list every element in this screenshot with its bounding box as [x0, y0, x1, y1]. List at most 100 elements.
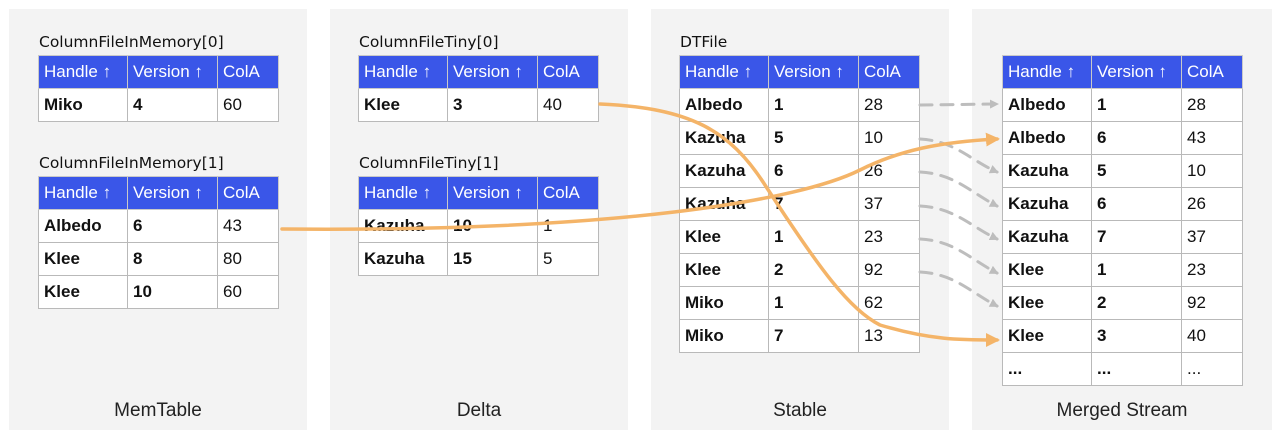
table-cell: Albedo	[38, 209, 128, 243]
column-header: Handle ↑	[679, 55, 769, 89]
table-cell: Klee	[679, 220, 769, 254]
table-cell: 28	[1181, 88, 1243, 122]
table-cell: Miko	[38, 88, 128, 122]
table-cell: 15	[447, 242, 538, 276]
table-cell: Albedo	[1002, 88, 1092, 122]
column-header: ColA	[537, 176, 599, 210]
table-cell: ...	[1181, 352, 1243, 386]
table-cell: Klee	[679, 253, 769, 287]
table-cell: Kazuha	[679, 187, 769, 221]
table-cell: 5	[768, 121, 859, 155]
merged-stream-label: Merged Stream	[1056, 400, 1188, 421]
table-cell: 92	[858, 253, 920, 287]
column-header: Version ↑	[447, 176, 538, 210]
table-cell: 5	[537, 242, 599, 276]
table-row: .........	[1002, 352, 1243, 386]
table-cell: 10	[447, 209, 538, 243]
table-cell: Klee	[1002, 286, 1092, 320]
table-cell: 3	[1091, 319, 1182, 353]
table-cell: Albedo	[1002, 121, 1092, 155]
table-cell: 4	[127, 88, 218, 122]
table-cell: 10	[127, 275, 218, 309]
table-cell: 92	[1181, 286, 1243, 320]
table-cell: 13	[858, 319, 920, 353]
table-cell: 37	[1181, 220, 1243, 254]
table-header-row: Handle ↑Version ↑ColA	[358, 55, 599, 89]
table-cell: 10	[858, 121, 920, 155]
table-cell: Klee	[38, 242, 128, 276]
column-header: Version ↑	[1091, 55, 1182, 89]
table-header-row: Handle ↑Version ↑ColA	[358, 176, 599, 210]
table-cell: Kazuha	[679, 121, 769, 155]
table-cell: 1	[768, 220, 859, 254]
table-cell: 43	[1181, 121, 1243, 155]
column-header: Handle ↑	[1002, 55, 1092, 89]
table-cell: 8	[127, 242, 218, 276]
delta-label: Delta	[456, 400, 502, 421]
column-header: ColA	[537, 55, 599, 89]
column-header: Version ↑	[127, 55, 218, 89]
table-cell: 28	[858, 88, 920, 122]
column-header: Version ↑	[447, 55, 538, 89]
table-cell: Kazuha	[358, 209, 448, 243]
table-cell: 2	[768, 253, 859, 287]
column-header: Version ↑	[127, 176, 218, 210]
mem1-table-label: ColumnFileInMemory[1]	[39, 154, 224, 172]
table-cell: Albedo	[679, 88, 769, 122]
table-cell: 1	[1091, 88, 1182, 122]
table-cell: Miko	[679, 319, 769, 353]
column-header: Handle ↑	[38, 176, 128, 210]
table-cell: 60	[217, 88, 279, 122]
table-cell: 6	[1091, 187, 1182, 221]
table-cell: Kazuha	[1002, 220, 1092, 254]
table-cell: 6	[768, 154, 859, 188]
table-cell: Klee	[358, 88, 448, 122]
table-header-row: Handle ↑Version ↑ColA	[679, 55, 920, 89]
memtable-label: MemTable	[114, 400, 202, 421]
column-header: ColA	[858, 55, 920, 89]
table-cell: 37	[858, 187, 920, 221]
dtfile-table-label: DTFile	[680, 33, 728, 51]
mem0-table-label: ColumnFileInMemory[0]	[39, 33, 224, 51]
table-cell: Kazuha	[1002, 154, 1092, 188]
stable-label: Stable	[773, 400, 827, 421]
table-cell: Kazuha	[1002, 187, 1092, 221]
column-header: ColA	[1181, 55, 1243, 89]
tiny1-table-label: ColumnFileTiny[1]	[359, 154, 499, 172]
column-header: Version ↑	[768, 55, 859, 89]
table-cell: 3	[447, 88, 538, 122]
table-cell: 43	[217, 209, 279, 243]
table-cell: 10	[1181, 154, 1243, 188]
table-cell: ...	[1002, 352, 1092, 386]
column-header: Handle ↑	[38, 55, 128, 89]
table-cell: 6	[127, 209, 218, 243]
table-cell: 62	[858, 286, 920, 320]
table-cell: 2	[1091, 286, 1182, 320]
table-cell: 23	[858, 220, 920, 254]
column-header: Handle ↑	[358, 55, 448, 89]
table-cell: Klee	[1002, 319, 1092, 353]
table-cell: Kazuha	[679, 154, 769, 188]
